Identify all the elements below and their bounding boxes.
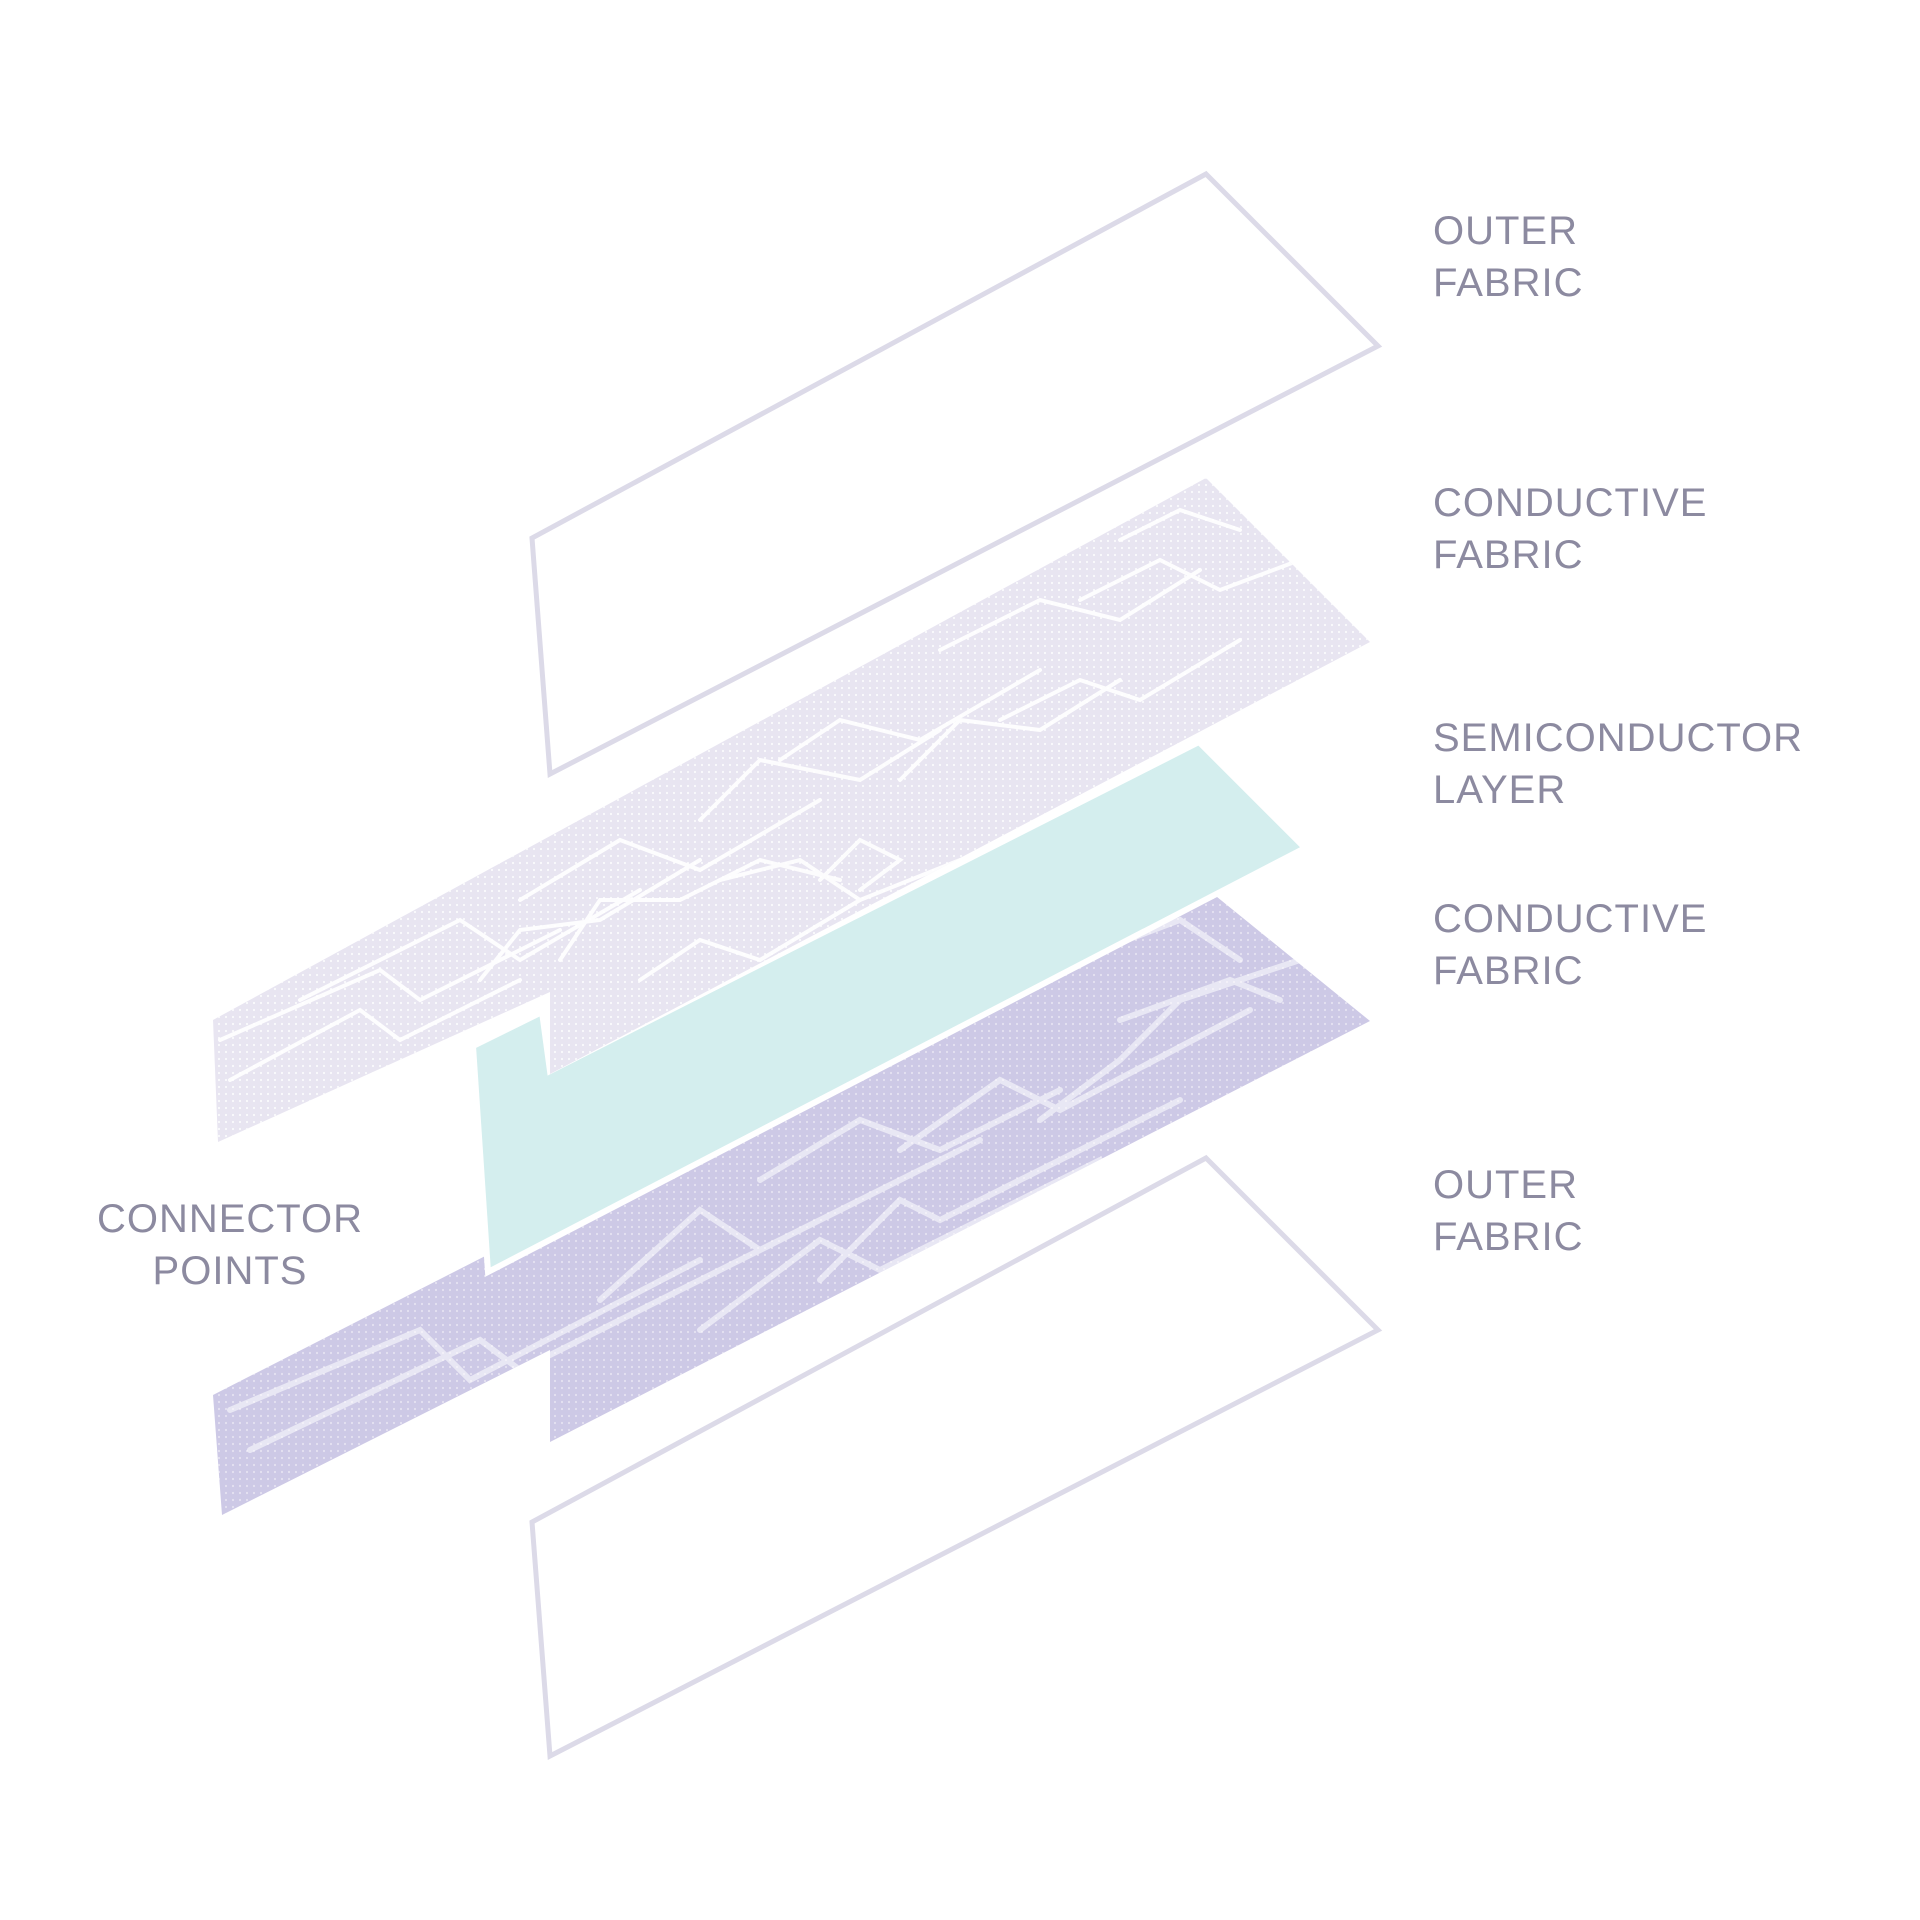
label-line: FABRIC [1433, 533, 1584, 577]
outer-fabric-bottom-layer [529, 1154, 1383, 1760]
label-line: CONNECTOR [96, 1197, 364, 1241]
label-line: OUTER [1433, 209, 1578, 253]
outer-fabric-top-layer [529, 170, 1383, 778]
label-line: OUTER [1433, 1163, 1578, 1207]
label-outer-fabric-top: OUTER FABRIC [1433, 205, 1583, 309]
label-line: FABRIC [1433, 261, 1584, 305]
label-line: CONDUCTIVE [1433, 481, 1708, 525]
label-line: POINTS [152, 1249, 308, 1293]
label-conductive-fabric-top: CONDUCTIVE FABRIC [1433, 477, 1707, 581]
label-line: SEMICONDUCTOR [1433, 716, 1804, 760]
label-semiconductor-layer: SEMICONDUCTOR LAYER [1433, 712, 1803, 816]
label-line: LAYER [1433, 768, 1567, 812]
label-conductive-fabric-bottom: CONDUCTIVE FABRIC [1433, 893, 1707, 997]
label-connector-points: CONNECTOR POINTS [90, 1193, 370, 1297]
label-line: FABRIC [1433, 949, 1584, 993]
label-line: FABRIC [1433, 1215, 1584, 1259]
label-outer-fabric-bottom: OUTER FABRIC [1433, 1159, 1583, 1263]
label-line: CONDUCTIVE [1433, 897, 1708, 941]
